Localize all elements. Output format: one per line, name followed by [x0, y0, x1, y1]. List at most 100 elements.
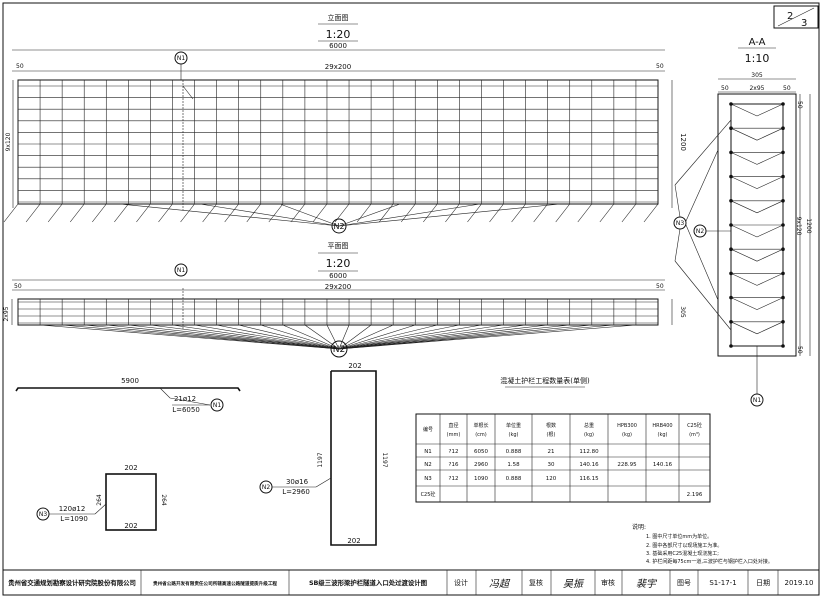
bar-n1-leader	[159, 387, 211, 406]
table-header-unit: (mm)	[447, 432, 461, 438]
plan-n2-leader	[62, 324, 340, 350]
notes-line-3: 3. 基础采用C25混凝土现浇施工;	[646, 550, 719, 557]
bar-n3-side-bottom: 202	[124, 522, 137, 530]
plan-n2-leader	[338, 324, 394, 350]
plan-n2-leader	[338, 324, 570, 350]
notes-line-1: 1. 图中尺寸单位mm为单位。	[646, 533, 712, 540]
elevation-n2-leader	[338, 203, 481, 227]
table-header-cell: 直径	[448, 422, 458, 429]
tb-review-signature: 裴宇	[636, 578, 658, 590]
plan-title: 平面图	[328, 242, 349, 250]
tb-date-value: 2019.10	[785, 579, 814, 587]
section-n3-leader	[685, 224, 719, 301]
sheet-number: 2	[787, 11, 793, 22]
tb-drawing-name: SB级三波形梁护栏隧道入口处过渡设计图	[309, 578, 427, 587]
table-c25-label: C25砼	[421, 491, 436, 498]
title-block: 贵州省交通规划勘察设计研究院股份有限公司 贵州省公路开发有限责任公司所辖高速公路…	[2, 569, 820, 596]
plan-n2-leader	[338, 324, 504, 350]
elevation-hook	[489, 203, 504, 223]
table-header-cell: HPB300	[617, 423, 637, 429]
sheet-number-frame	[773, 5, 819, 29]
section-tie-chevron	[730, 297, 758, 310]
table-header-cell: 单根长	[473, 422, 488, 429]
section-bar-dot	[781, 295, 785, 300]
plan-n2-leader	[326, 324, 340, 350]
section-tie-chevron	[730, 176, 758, 189]
section-bar-dot	[781, 126, 785, 130]
notes-title: 说明:	[632, 523, 646, 531]
elevation-outline	[17, 79, 659, 205]
table-header-cell: HRB400	[652, 423, 672, 429]
bar-n1-L: L=6050	[172, 406, 200, 414]
plan-right-dim: 50	[656, 283, 664, 290]
bar-n3-L: L=1090	[60, 515, 88, 523]
table-header-unit: (kg)	[584, 432, 594, 438]
bar-n2-shape	[330, 370, 377, 546]
section-tie-chevron	[730, 224, 758, 238]
quantity-table: 混凝土护栏工程数量表(单侧) 编号直径(mm)单根长(cm)单位重(kg)根数(…	[415, 376, 711, 503]
plan-n2-callout	[330, 340, 348, 358]
plan-n2-leader	[338, 324, 372, 350]
bar-n3-sketch: 202 264 264 202 N3 120ø12 L=1090	[36, 464, 167, 531]
section-bar-dot	[781, 223, 785, 227]
elevation-hook	[577, 203, 593, 223]
section-w-mid: 2x95	[749, 85, 764, 92]
elevation-hook-ends	[3, 85, 659, 223]
plan-n2-leader	[172, 324, 340, 350]
table-header-cell: 编号	[423, 426, 433, 433]
section-w-right: 50	[783, 85, 791, 92]
elevation-hook	[643, 203, 659, 223]
elevation-hook	[69, 203, 85, 223]
plan-outline	[17, 298, 659, 326]
plan-mid-dim: 29x200	[325, 283, 351, 291]
elevation-hook	[356, 203, 372, 223]
bar-n1-shape	[15, 387, 241, 392]
elevation-right-dim: 50	[656, 63, 664, 70]
table-hrb-total: 140.16	[653, 462, 673, 468]
tb-project: 贵州省公路开发有限责任公司所辖高速公路隧道提质升级工程	[153, 580, 277, 587]
plan-n2-leader	[40, 324, 340, 350]
table-header-cell: 单位重	[506, 422, 521, 429]
table-cell: ?12	[449, 476, 459, 482]
section-scale: 1:10	[745, 52, 770, 65]
section-tie-chevron	[756, 321, 784, 335]
plan-total-dim: 6000	[329, 272, 347, 280]
table-header-unit: (kg)	[509, 432, 519, 438]
section-n1-label: N1	[753, 397, 761, 404]
section-tie-chevron	[730, 321, 758, 335]
tb-design-signature: 冯超	[489, 578, 511, 590]
section-bar-dot	[729, 102, 733, 106]
bar-n3-shape	[105, 473, 157, 531]
section-tie-chevron	[730, 200, 758, 214]
bar-n3-count: 120ø12	[59, 505, 86, 513]
elevation-n2-leader	[338, 203, 561, 227]
section-tie-chevron	[756, 152, 784, 165]
section-n3-leader	[674, 260, 732, 331]
section-tie-chevron	[756, 224, 784, 238]
elevation-stirrups	[17, 80, 659, 204]
plan-view: 平面图 1:20 6000 50 29x200 50 2x95 305 N1 N…	[3, 242, 686, 358]
elevation-hook	[599, 203, 615, 223]
bar-n2-count: 30ø16	[286, 478, 309, 486]
section-tie-chevron	[756, 273, 784, 286]
table-cell: ?16	[449, 462, 459, 468]
section-tie-chevron	[756, 127, 784, 141]
elevation-hook	[401, 203, 416, 223]
table-cell: N1	[424, 449, 432, 455]
section-bar-dot	[781, 150, 785, 155]
plan-n2-leaders	[40, 324, 636, 350]
section-tie-chevron	[730, 127, 758, 141]
table-cell: 21	[548, 449, 555, 455]
table-cell: 1090	[474, 476, 488, 482]
table-frame	[415, 413, 711, 503]
table-cell: N3	[424, 476, 432, 482]
elevation-hook	[467, 203, 482, 223]
section-bar-dot	[781, 199, 785, 203]
section-tie-chevron	[756, 248, 784, 262]
elevation-total-dim: 6000	[329, 42, 347, 50]
sheet-total: 3	[801, 18, 807, 29]
section-n3-leader	[674, 228, 681, 262]
table-header-unit: (cm)	[475, 432, 487, 438]
section-bar-dot	[729, 295, 733, 300]
